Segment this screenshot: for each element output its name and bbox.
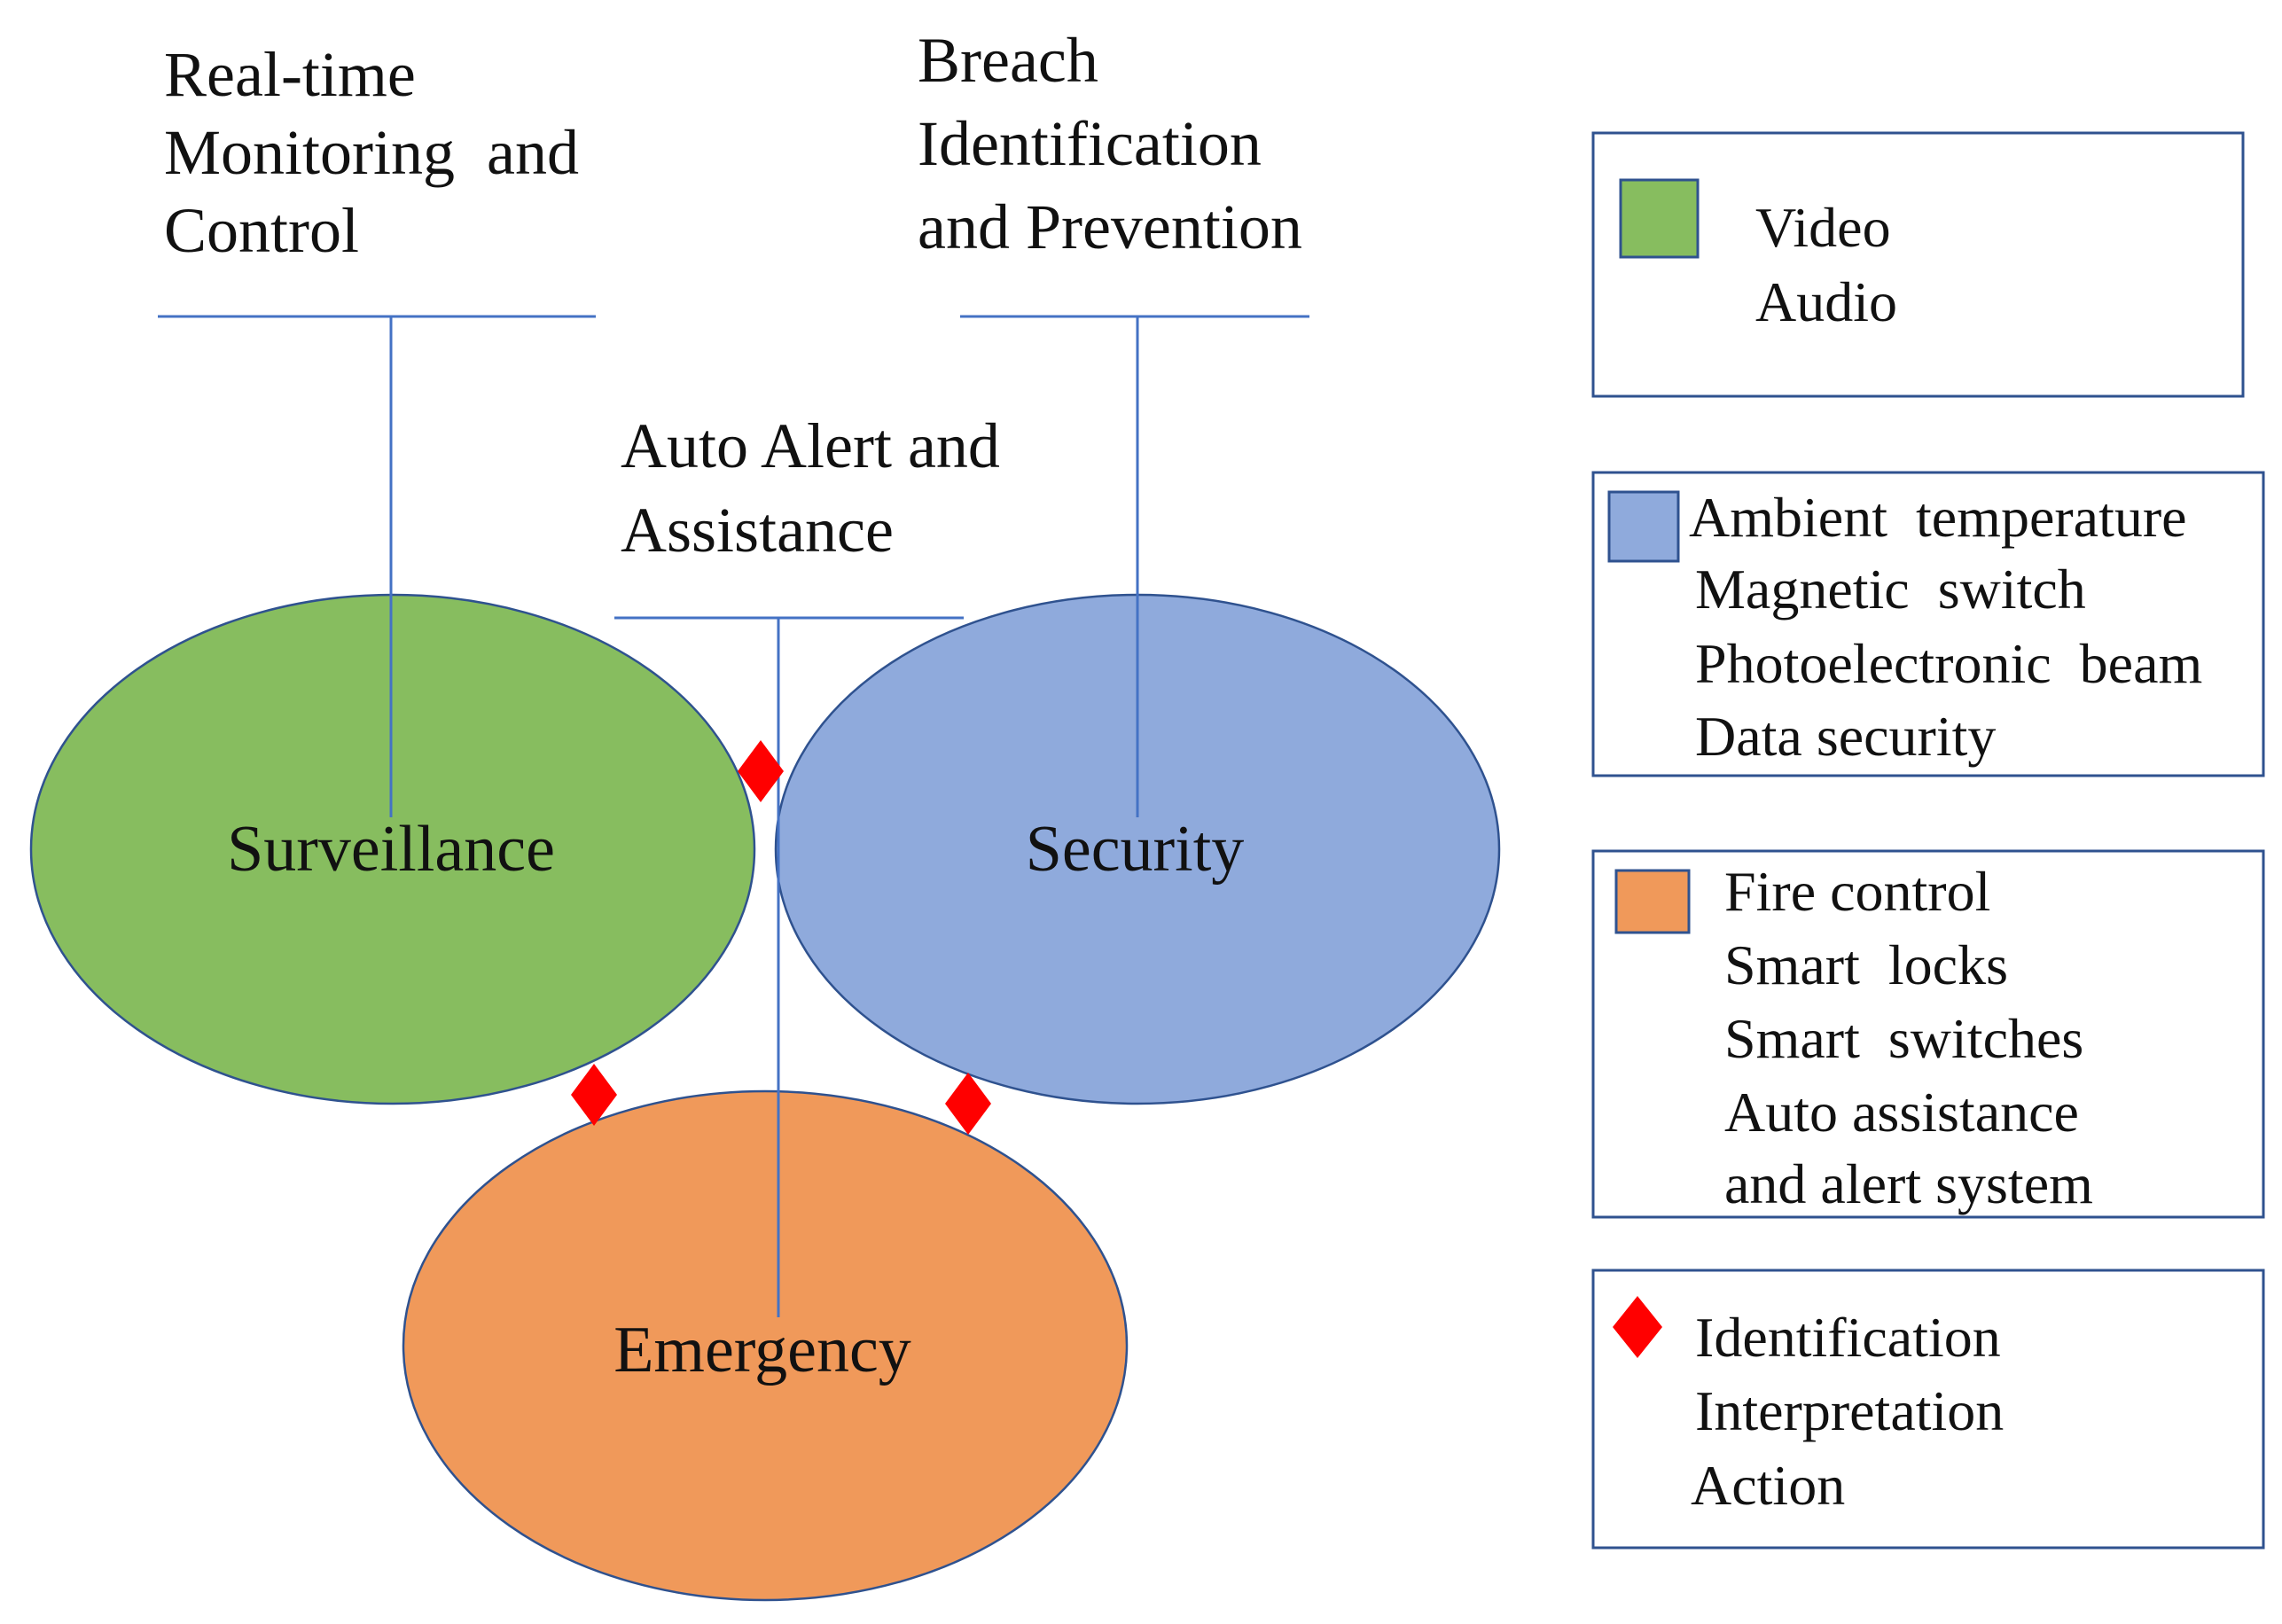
legend-item: Auto assistance — [1724, 1081, 2079, 1144]
security-title-line: and Prevention — [918, 191, 1302, 262]
security-title: Breach Identification and Prevention — [0, 0, 1350, 262]
surveillance-title-line: Real-time — [164, 39, 416, 110]
emergency-ellipse — [402, 1089, 1129, 1602]
legend-item: Audio — [1755, 270, 1897, 333]
legend-orange: Fire control Smart locks Smart switches … — [1591, 849, 2265, 1219]
legend-blue: Ambient temperature Magnetic switch Phot… — [0, 0, 2282, 777]
legend-item: Magnetic switch — [1695, 558, 2086, 621]
legend-item: and alert system — [1724, 1152, 2093, 1215]
red-diamond-icon — [945, 1073, 991, 1135]
green-swatch — [1619, 178, 1700, 259]
security-title-line: Breach — [918, 25, 1098, 96]
security-title-line: Identification — [918, 108, 1262, 179]
legend-item: Photoelectronic beam — [1695, 632, 2202, 695]
emergency-title-line: Assistance — [621, 495, 894, 566]
legend-item: Action — [1691, 1454, 1845, 1517]
legend-diamond-text: Identification Interpretation Action — [1691, 1306, 2004, 1517]
orange-swatch — [1614, 869, 1691, 934]
legend-item: Data security — [1695, 705, 1996, 768]
legend-orange-box — [1591, 849, 2265, 1219]
legend-diamond-box — [1591, 1269, 2265, 1550]
legend-item: Smart locks — [1724, 933, 2008, 996]
surveillance-title-line: Monitoring and — [164, 117, 579, 188]
surveillance-title: Real-time Monitoring and Control — [0, 0, 659, 266]
security-label: Security — [1026, 813, 1245, 886]
legend-green-text: Video Audio — [0, 0, 1990, 333]
legend-blue-box — [1591, 471, 2265, 777]
red-diamond-icon — [738, 740, 784, 802]
red-diamond-icon — [1613, 1296, 1662, 1358]
legend-diamond: Identification Interpretation Action — [1591, 1269, 2265, 1550]
legend-orange-text: Fire control Smart locks Smart switches … — [1724, 860, 2093, 1215]
red-diamond-icon — [571, 1064, 617, 1126]
legend-item: Video — [1755, 196, 1891, 259]
legend-item: Identification — [1695, 1306, 2001, 1369]
legend-item: Interpretation — [1695, 1379, 2004, 1442]
legend-green-box — [1591, 131, 2245, 398]
surveillance-label: Surveillance — [227, 813, 555, 886]
legend-green: Video Audio — [0, 0, 2245, 398]
legend-blue-text: Ambient temperature Magnetic switch Phot… — [0, 0, 2282, 768]
legend-item: Smart switches — [1724, 1007, 2083, 1070]
surveillance-ellipse — [29, 593, 756, 1105]
blue-swatch — [1607, 490, 1680, 563]
surveillance-title-line: Control — [164, 195, 359, 266]
emergency-title: Auto Alert and Assistance — [0, 0, 1080, 566]
legend-item: Fire control — [1724, 860, 1990, 923]
emergency-title-line: Auto Alert and — [621, 410, 1000, 481]
emergency-label: Emergency — [613, 1314, 911, 1386]
legend-item: Ambient temperature — [1689, 486, 2187, 549]
